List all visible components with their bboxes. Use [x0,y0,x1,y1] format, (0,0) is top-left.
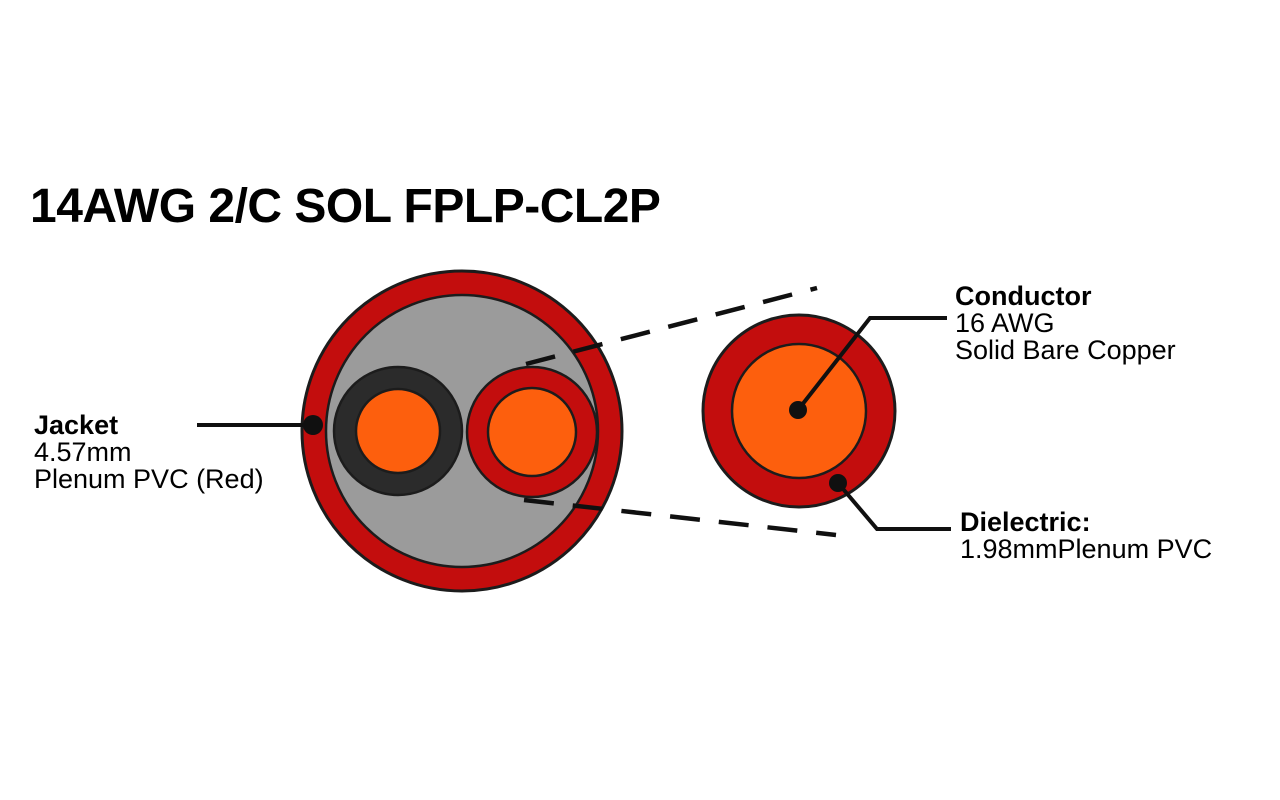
zoom-dashed-line-top [525,285,818,367]
jacket-label-name: Jacket [34,410,119,440]
dielectric-leader-line [836,481,951,531]
cable-cross-section [300,269,624,593]
jacket-label-material: Plenum PVC (Red) [34,464,264,494]
jacket-label-spec: 4.57mm [34,437,132,467]
dielectric-leader-dot [829,474,847,492]
dielectric-label-spec: 1.98mmPlenum PVC [960,534,1213,564]
dielectric-label: Dielectric: 1.98mmPlenum PVC [960,509,1212,563]
conductor-label-material: Solid Bare Copper [955,335,1176,365]
conductor2-core [486,386,578,478]
diagram-title: 14AWG 2/C SOL FPLP-CL2P [30,180,661,233]
conductor1-core [354,387,442,475]
zoom-dashed-line-bottom [523,497,837,538]
jacket-leader-dot [303,415,323,435]
conductor-label-gauge: 16 AWG [955,308,1055,338]
dielectric-label-name: Dielectric: [960,507,1091,537]
conductor-label: Conductor 16 AWG Solid Bare Copper [955,283,1176,364]
conductor-leader-dot [789,401,807,419]
conductor-label-name: Conductor [955,281,1092,311]
jacket-label: Jacket 4.57mm Plenum PVC (Red) [34,412,264,493]
conductor-leader-line [796,316,947,412]
